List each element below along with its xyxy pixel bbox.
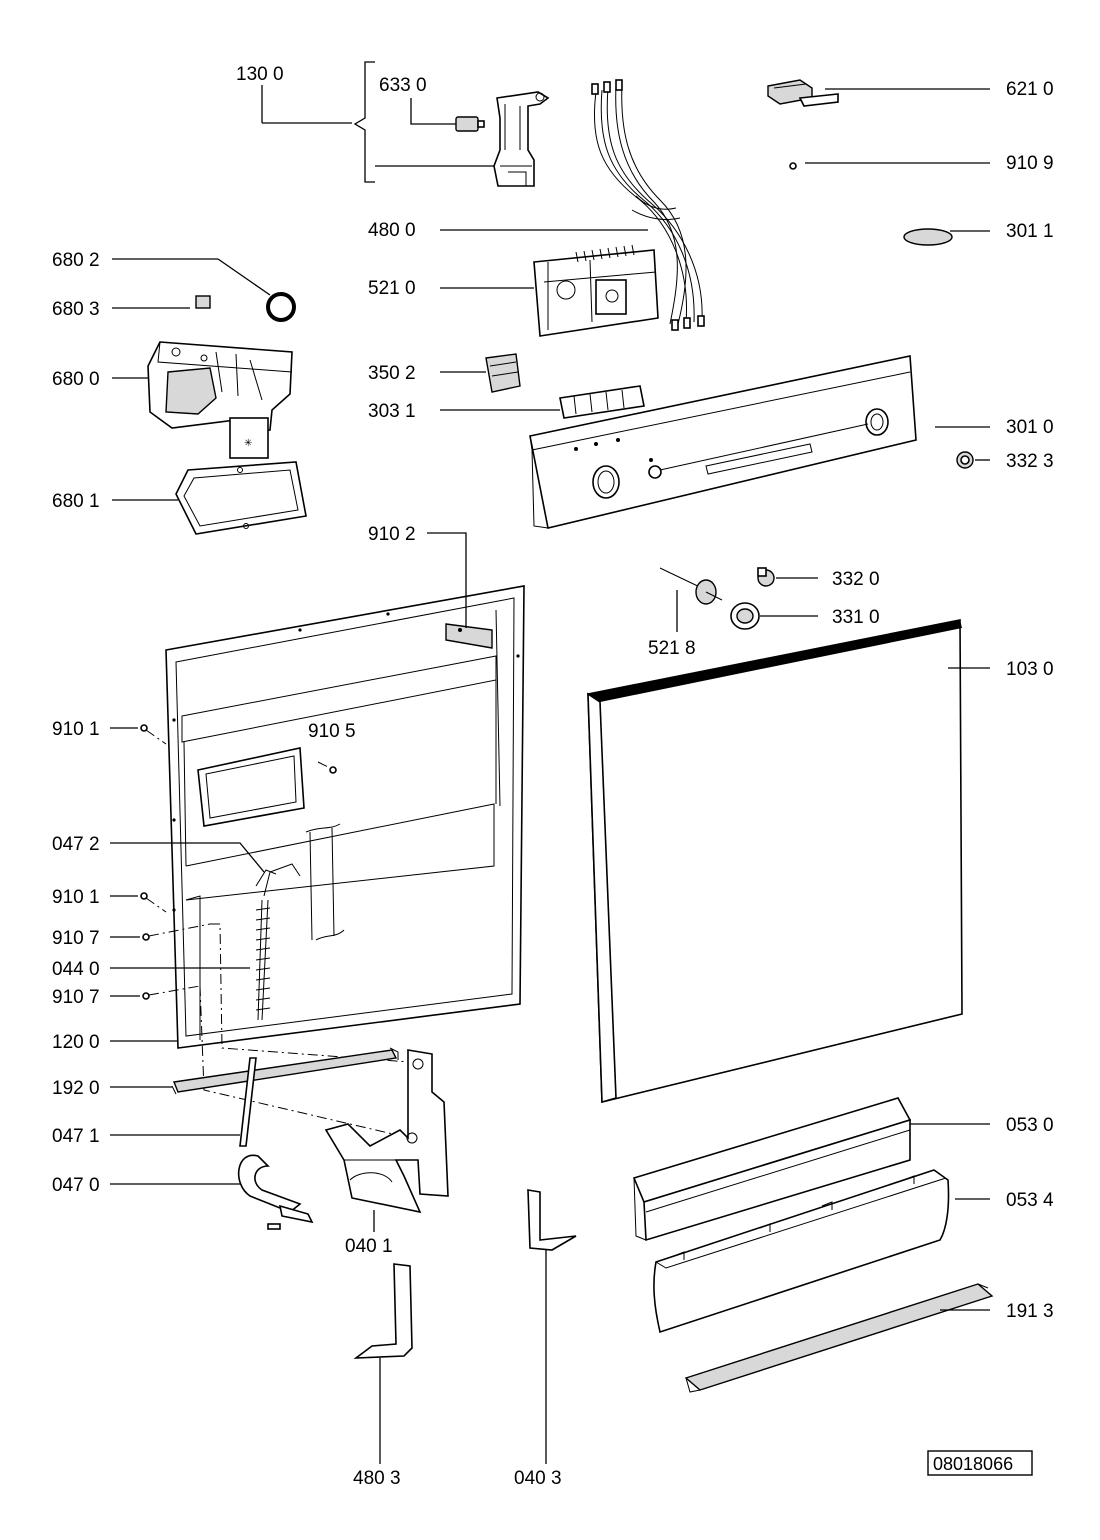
label-053-0: 053 0 [1006,1115,1054,1136]
door-panel-103-0 [587,619,963,1104]
label-680-2: 680 2 [52,250,100,271]
label-047-2: 047 2 [52,834,100,855]
label-053-4: 053 4 [1006,1190,1054,1211]
hinge-040-1 [324,1049,449,1214]
label-621-0: 621 0 [1006,79,1054,100]
label-040-1: 040 1 [345,1236,393,1257]
label-910-1-lower: 910 1 [52,887,100,908]
detergent-dispenser-680-0: ✳ [147,341,293,459]
label-332-0: 332 0 [832,569,880,590]
label-103-0: 103 0 [1006,659,1054,680]
label-480-3: 480 3 [353,1468,401,1489]
label-303-1: 303 1 [368,401,416,422]
group-130-0 [261,61,550,187]
rail-191-3 [684,1283,994,1393]
label-633-0: 633 0 [379,75,427,96]
label-910-9: 910 9 [1006,153,1054,174]
label-680-3: 680 3 [52,299,100,320]
label-331-0: 331 0 [832,607,880,628]
clip-047-0 [237,1154,314,1230]
label-521-8: 521 8 [648,638,696,659]
part-621-0 [767,79,839,107]
label-350-2: 350 2 [368,363,416,384]
label-521-0: 521 0 [368,278,416,299]
part-680-3 [195,295,211,309]
label-044-0: 044 0 [52,959,100,980]
drawing-number: 08018066 [933,1454,1013,1474]
label-301-1: 301 1 [1006,221,1054,242]
control-panel-301-0 [529,355,917,529]
label-332-3: 332 3 [1006,451,1054,472]
part-331-0 [730,602,760,630]
rail-192-0 [171,1047,399,1095]
part-332-0 [757,567,775,587]
label-301-0: 301 0 [1006,417,1054,438]
label-130-0: 130 0 [236,64,284,85]
inner-door-120-0 [165,585,525,1049]
label-910-2: 910 2 [368,524,416,545]
label-910-1-upper: 910 1 [52,719,100,740]
part-301-1 [903,228,953,246]
seal-ring-680-2 [266,292,296,322]
bracket-040-3 [527,1189,577,1251]
drawing-number-box [927,1450,1033,1476]
lever-047-1 [239,1057,257,1147]
part-350-2 [485,353,521,393]
label-680-0: 680 0 [52,369,100,390]
label-191-3: 191 3 [1006,1301,1054,1322]
plinth-053-4 [653,1169,950,1334]
label-192-0: 192 0 [52,1078,100,1099]
knob-332-3 [956,451,974,469]
bracket-480-3 [353,1263,413,1359]
wire-harness [591,79,705,331]
control-module-521-0 [533,244,659,337]
label-047-0: 047 0 [52,1175,100,1196]
part-521-8 [659,567,723,605]
label-910-7-upper: 910 7 [52,928,100,949]
label-120-0: 120 0 [52,1032,100,1053]
svg-text:✳: ✳ [244,438,252,449]
label-047-1: 047 1 [52,1126,100,1147]
gasket-680-1 [175,461,307,535]
spring-044-0 [255,863,301,1021]
label-480-0: 480 0 [368,220,416,241]
part-303-1 [559,385,645,419]
plinth-053-0 [632,1097,912,1242]
label-910-5: 910 5 [308,721,356,742]
label-680-1: 680 1 [52,491,100,512]
label-910-7-lower: 910 7 [52,987,100,1008]
label-040-3: 040 3 [514,1468,562,1489]
